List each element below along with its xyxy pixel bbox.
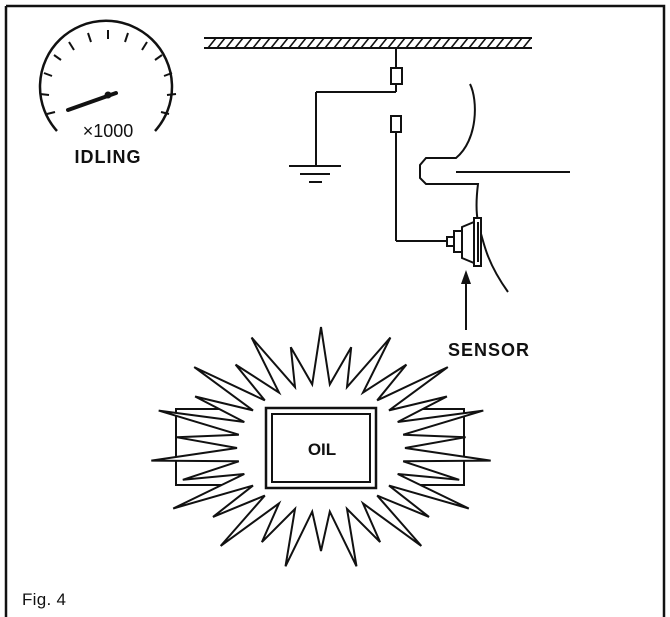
hatch-stroke	[297, 37, 307, 49]
sensor-pointer-arrow	[461, 270, 471, 330]
hatch-stroke	[243, 37, 253, 49]
hatch-stroke	[252, 37, 262, 49]
hatch-stroke	[216, 37, 226, 49]
gauge-ticks	[39, 30, 177, 115]
gauge-dial-arc	[38, 19, 174, 132]
hatch-stroke	[207, 37, 217, 49]
hatch-stroke	[234, 37, 244, 49]
ground-symbol-icon	[289, 165, 341, 183]
hatch-stroke	[378, 37, 388, 49]
hatch-stroke	[441, 37, 451, 49]
hatch-stroke	[270, 37, 280, 49]
hatch-stroke	[351, 37, 361, 49]
hatch-stroke	[288, 37, 298, 49]
hatch-stroke	[405, 37, 415, 49]
oil-warning-lamp: OIL	[151, 326, 491, 567]
upper-connector-icon	[390, 67, 403, 85]
hatch-stroke	[477, 37, 487, 49]
hatch-stroke	[396, 37, 406, 49]
tachometer-gauge: ×1000 IDLING	[38, 19, 177, 167]
gauge-mode-label: IDLING	[75, 147, 142, 167]
wiring-harness	[315, 48, 447, 242]
hatch-stroke	[225, 37, 235, 49]
lower-connector-icon	[390, 115, 402, 133]
hatch-stroke	[459, 37, 469, 49]
hatch-stroke	[333, 37, 343, 49]
hatch-stroke	[387, 37, 397, 49]
hatch-stroke	[486, 37, 496, 49]
hatch-stroke	[369, 37, 379, 49]
oil-pressure-sensor-icon	[446, 217, 482, 267]
gauge-needle-icon	[66, 91, 118, 112]
engine-block-outline	[419, 83, 570, 293]
hatch-stroke	[306, 37, 316, 49]
hatch-stroke	[432, 37, 442, 49]
hatch-stroke	[513, 37, 523, 49]
hatch-stroke	[495, 37, 505, 49]
hatch-stroke	[423, 37, 433, 49]
hatch-stroke	[342, 37, 352, 49]
oil-lamp-label: OIL	[308, 440, 336, 459]
gauge-multiplier-label: ×1000	[83, 121, 134, 141]
hatch-stroke	[324, 37, 334, 49]
hatch-stroke	[504, 37, 514, 49]
hatch-stroke	[261, 37, 271, 49]
lamp-inner-frame	[271, 413, 371, 483]
sensor-label: SENSOR	[448, 340, 530, 360]
hatch-stroke	[522, 37, 532, 49]
hatch-stroke	[468, 37, 478, 49]
chassis-hatched-bar	[204, 37, 532, 49]
hatch-stroke	[315, 37, 325, 49]
figure-caption: Fig. 4	[22, 590, 67, 609]
hatch-stroke	[360, 37, 370, 49]
hatch-stroke	[279, 37, 289, 49]
hatch-stroke	[414, 37, 424, 49]
hatch-stroke	[450, 37, 460, 49]
figure-frame	[4, 4, 666, 617]
